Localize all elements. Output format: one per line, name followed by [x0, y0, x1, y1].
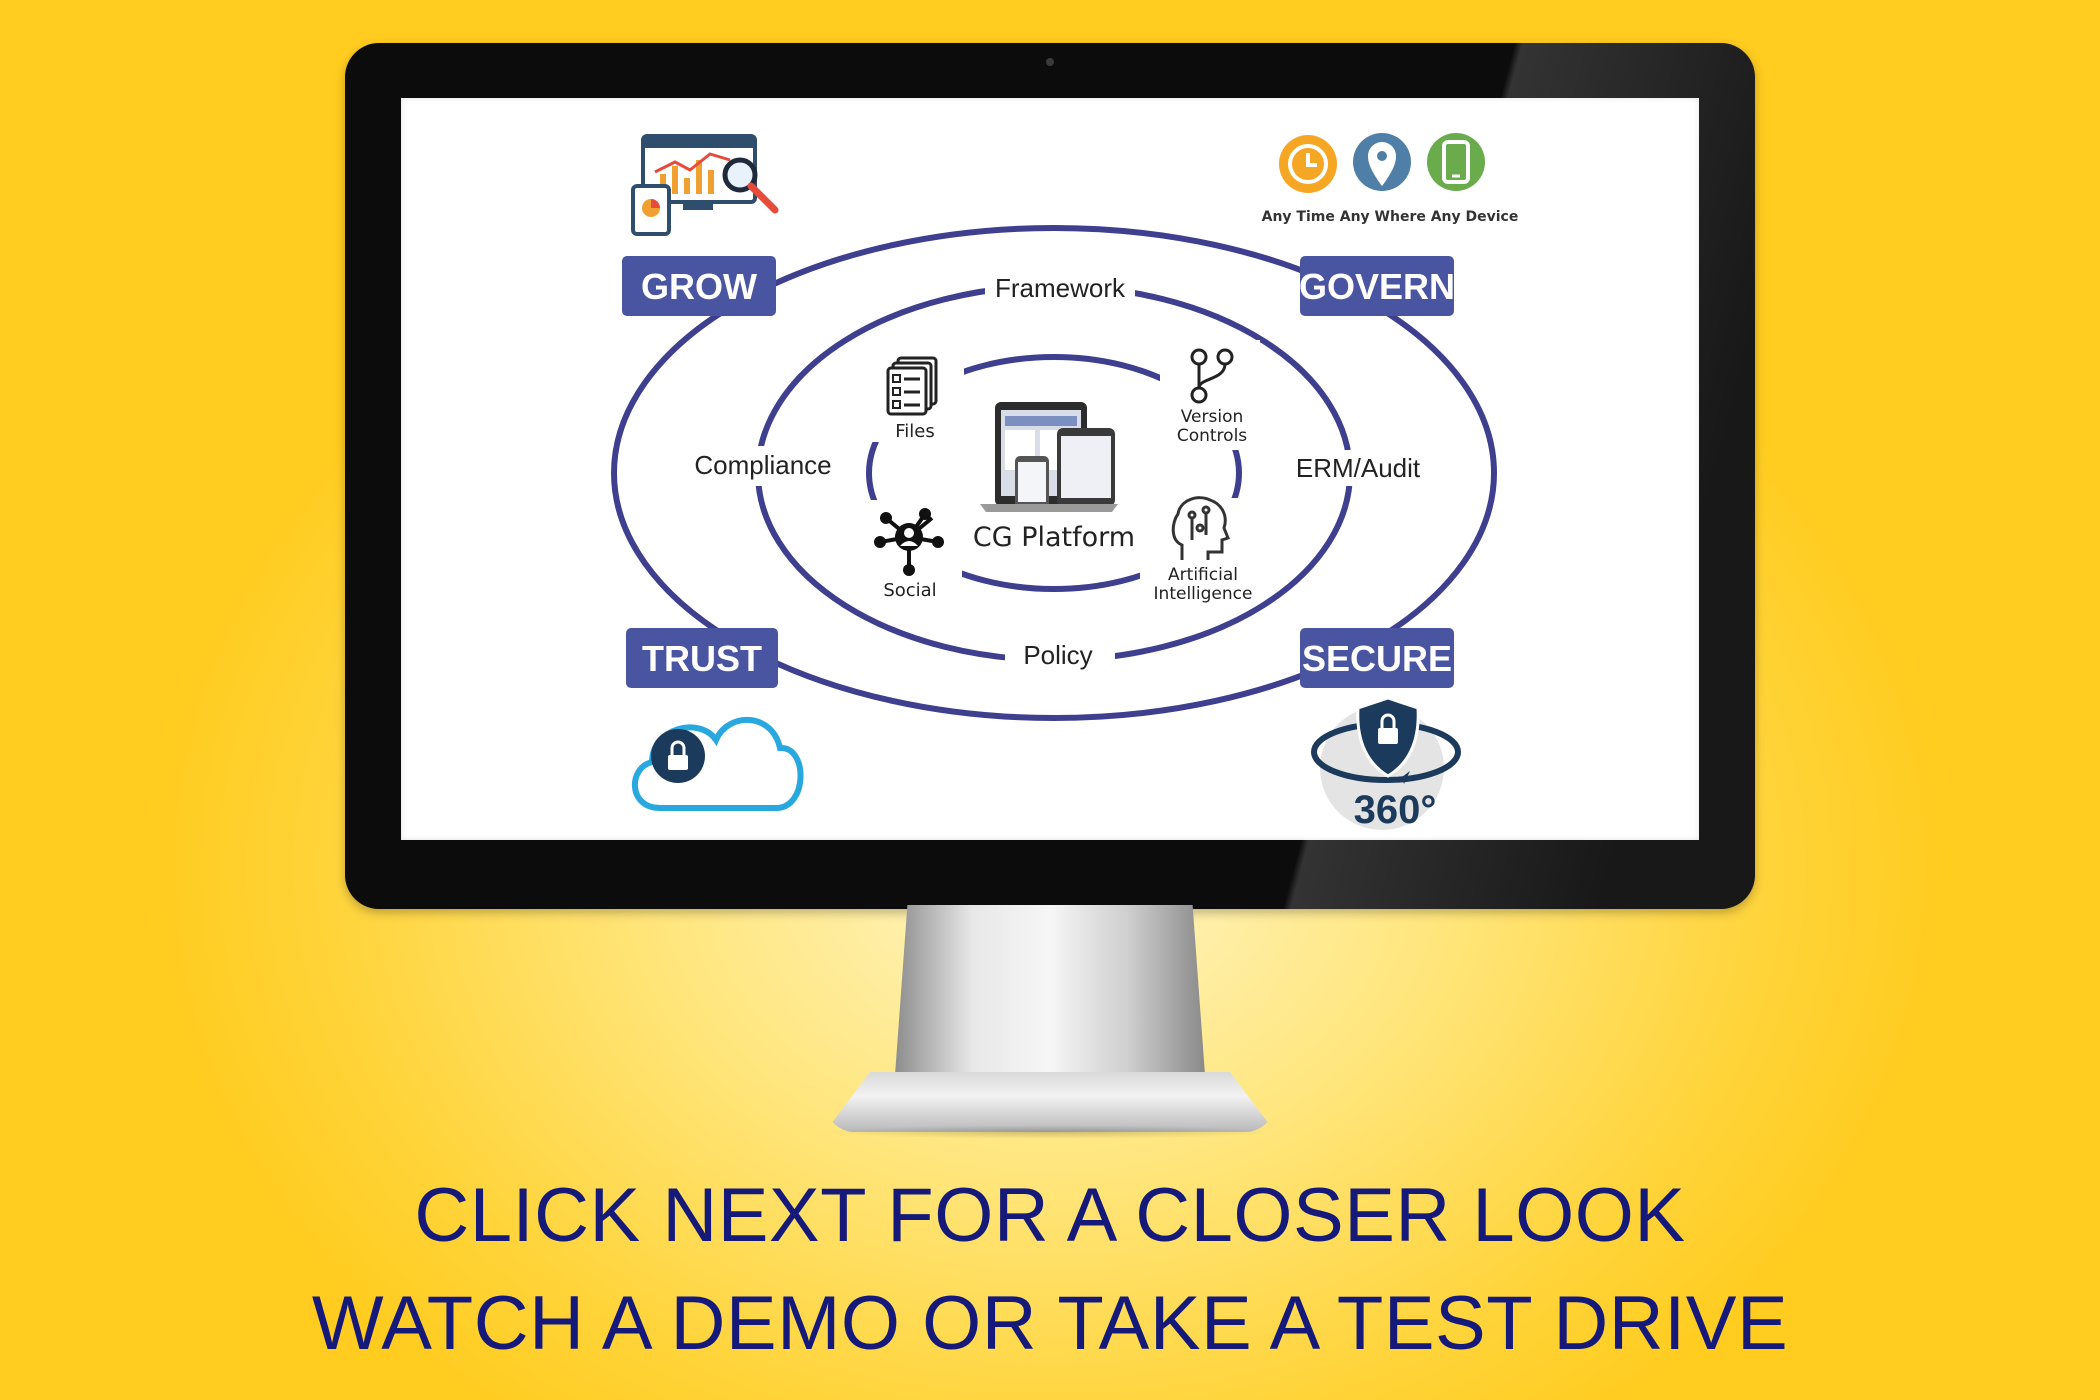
trust-badge-label: TRUST — [642, 638, 762, 679]
version-controls-label-line1: Version — [1181, 407, 1244, 427]
ai-label-line1: Artificial — [1168, 565, 1238, 585]
webcam-dot — [1046, 58, 1054, 66]
mobile-device-icon — [1427, 133, 1485, 191]
inner-ring — [866, 354, 1242, 592]
outer-ring — [611, 225, 1497, 721]
devices-icon — [980, 402, 1118, 512]
framework-label: Framework — [995, 273, 1126, 303]
secure-360-label: 360° — [1354, 788, 1437, 832]
social-label: Social — [883, 580, 936, 601]
branch-icon — [1190, 348, 1234, 404]
govern-badge-label: GOVERN — [1299, 266, 1455, 307]
cg-platform-label: CG Platform — [973, 522, 1135, 553]
monitor-stand-base — [825, 1072, 1275, 1132]
grow-badge: GROW — [622, 256, 776, 316]
files-label: Files — [895, 421, 935, 442]
location-pin-icon — [1353, 133, 1411, 191]
files-icon — [886, 356, 938, 416]
social-network-icon — [874, 508, 944, 576]
grow-badge-label: GROW — [641, 266, 757, 307]
monitor-stand-neck — [895, 905, 1205, 1075]
secure-badge-label: SECURE — [1302, 638, 1452, 679]
analytics-dashboard-icon — [631, 134, 779, 236]
device-tagline: Any Time Any Where Any Device — [1262, 209, 1519, 225]
monitor-stand-shadow — [820, 1125, 1280, 1139]
secure-badge: SECURE — [1300, 628, 1454, 688]
compliance-label: Compliance — [694, 450, 831, 480]
secure-cloud-icon — [632, 716, 804, 811]
govern-badge: GOVERN — [1299, 256, 1455, 316]
clock-icon — [1279, 135, 1337, 193]
ai-label-line2: Intelligence — [1154, 584, 1253, 604]
cta-closer-look: CLICK NEXT FOR A CLOSER LOOK — [414, 1173, 1686, 1258]
cta-demo-test-drive: WATCH A DEMO OR TAKE A TEST DRIVE — [311, 1281, 1789, 1366]
erm-audit-label: ERM/Audit — [1296, 453, 1421, 483]
shield-360-icon — [1311, 696, 1461, 830]
trust-badge: TRUST — [626, 628, 778, 688]
policy-label: Policy — [1023, 640, 1092, 670]
ai-head-icon — [1171, 496, 1230, 560]
version-controls-label-line2: Controls — [1177, 426, 1247, 446]
